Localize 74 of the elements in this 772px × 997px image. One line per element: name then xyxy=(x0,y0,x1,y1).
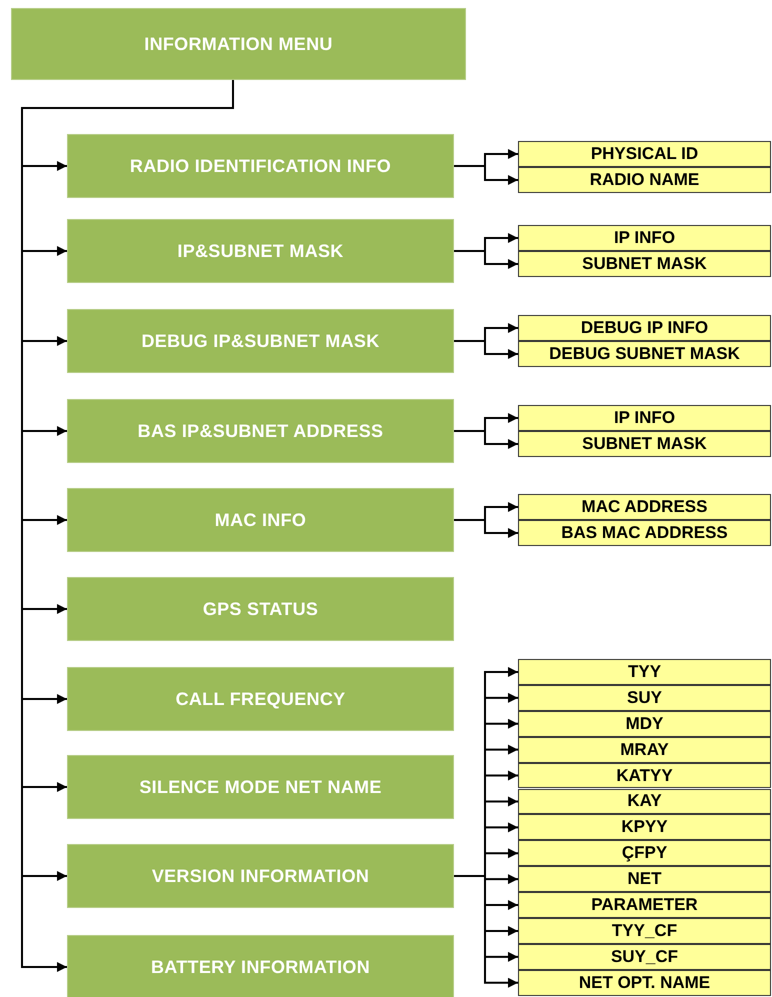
item-label: NET OPT. NAME xyxy=(578,972,710,993)
item-label: DEBUG SUBNET MASK xyxy=(549,344,740,364)
item-label: BAS IP&SUBNET ADDRESS xyxy=(138,420,384,442)
item-label: BAS MAC ADDRESS xyxy=(561,523,728,543)
submenu-item-box xyxy=(518,892,771,918)
submenu-item-box xyxy=(518,225,771,251)
item-label: SUY xyxy=(627,688,662,708)
submenu-item-box xyxy=(518,405,771,431)
menu-item-box xyxy=(67,399,454,463)
arrow xyxy=(454,430,518,449)
submenu-item-box xyxy=(518,736,771,763)
submenu-item-box xyxy=(518,659,771,685)
menu-item-box xyxy=(67,488,454,552)
item-label: MAC INFO xyxy=(214,510,306,530)
item-label: RADIO NAME xyxy=(590,170,700,190)
submenu-item-box xyxy=(518,762,771,788)
submenu-item-box xyxy=(518,814,771,840)
submenu-item-box xyxy=(518,520,771,546)
submenu-item-box xyxy=(518,315,771,341)
item-label: KATYY xyxy=(616,766,673,786)
submenu-item-box xyxy=(518,970,771,996)
menu-item-box xyxy=(67,219,454,283)
item-label: MAC ADDRESS xyxy=(582,497,708,517)
item-label: DEBUG IP&SUBNET MASK xyxy=(141,330,380,352)
menu-item-box xyxy=(67,755,454,819)
item-label: SUBNET MASK xyxy=(582,434,707,454)
submenu-item-box xyxy=(518,494,771,520)
menu-item-box xyxy=(67,935,454,997)
item-label: IP&SUBNET MASK xyxy=(177,240,344,262)
submenu-item-box xyxy=(518,710,771,737)
menu-item-box xyxy=(11,8,466,80)
menu-item-box xyxy=(67,577,454,641)
item-label: SILENCE MODE NET NAME xyxy=(139,776,382,798)
item-label: MDY xyxy=(626,714,664,734)
item-label: GPS STATUS xyxy=(202,598,318,620)
submenu-item-box xyxy=(518,788,771,814)
submenu-item-box xyxy=(518,341,771,367)
arrow xyxy=(454,519,518,538)
menu-item-box xyxy=(67,309,454,373)
arrow xyxy=(454,250,518,269)
item-label: KAY xyxy=(627,791,662,812)
item-label: KPYY xyxy=(621,817,668,838)
item-label: CALL FREQUENCY xyxy=(176,688,346,710)
item-label: IP INFO xyxy=(614,408,676,428)
item-label: IP INFO xyxy=(614,228,676,248)
menu-item-box xyxy=(67,134,454,198)
item-label: SUBNET MASK xyxy=(582,254,707,274)
item-label: NET xyxy=(628,869,662,890)
item-label: BATTERY INFORMATION xyxy=(150,956,370,978)
item-label: DEBUG IP INFO xyxy=(580,318,708,338)
item-label: SUY_CF xyxy=(610,946,678,967)
submenu-item-box xyxy=(518,431,771,457)
submenu-item-box xyxy=(518,918,771,944)
arrow xyxy=(454,165,518,185)
submenu-item-box xyxy=(518,866,771,892)
item-label: MRAY xyxy=(620,740,669,760)
item-label: TYY_CF xyxy=(612,920,678,941)
item-label: INFORMATION MENU xyxy=(144,34,333,54)
item-label: ÇFPY xyxy=(622,843,668,864)
submenu-item-box xyxy=(518,684,771,711)
item-label: PARAMETER xyxy=(591,895,698,916)
submenu-item-box xyxy=(518,944,771,970)
submenu-item-box xyxy=(518,141,771,167)
item-label: PHYSICAL ID xyxy=(590,144,698,164)
submenu-item-box xyxy=(518,840,771,866)
item-label: RADIO IDENTIFICATION INFO xyxy=(130,156,392,176)
item-label: VERSION INFORMATION xyxy=(152,866,370,886)
menu-item-box xyxy=(67,844,454,908)
menu-item-box xyxy=(67,667,454,731)
submenu-item-box xyxy=(518,167,771,193)
arrow xyxy=(454,340,518,359)
arrow xyxy=(454,875,518,988)
item-label: TYY xyxy=(628,662,662,682)
submenu-item-box xyxy=(518,251,771,277)
